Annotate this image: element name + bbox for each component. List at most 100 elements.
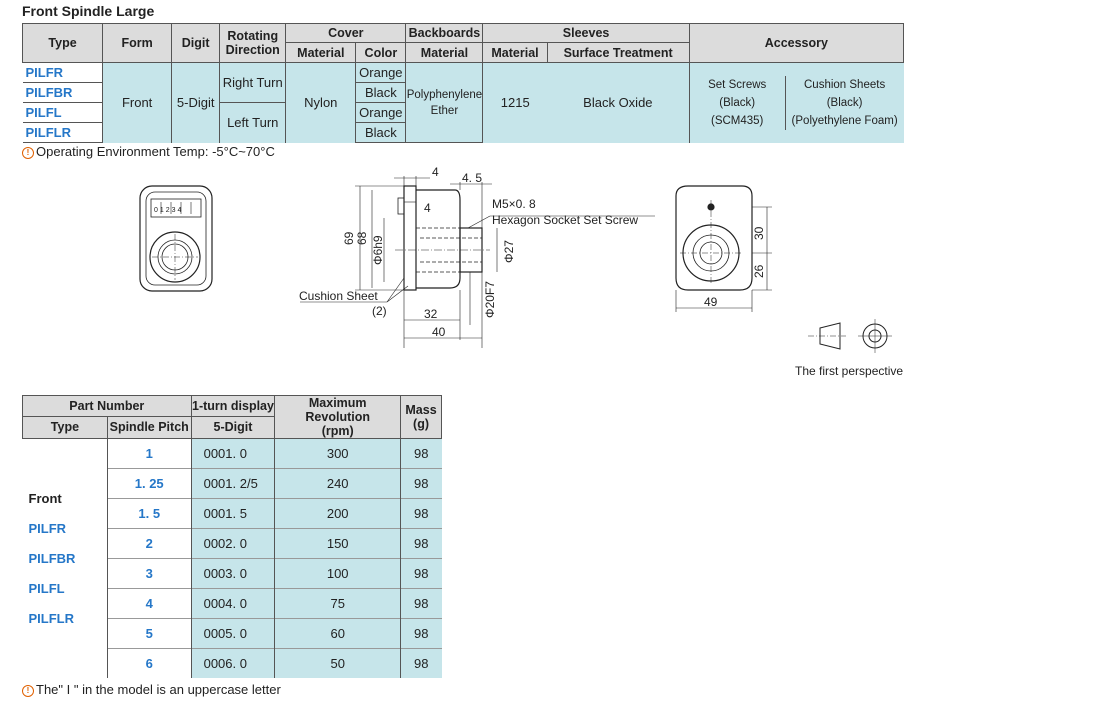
form-value: Front xyxy=(102,62,172,143)
rpm-cell: 200 xyxy=(274,498,402,529)
dim-40: 40 xyxy=(432,325,446,339)
cushion-number: (2) xyxy=(372,304,387,318)
cushion-label: Cushion Sheet xyxy=(299,289,378,303)
parts-table: Part Number 1-turn display Maximum Revol… xyxy=(22,395,442,678)
header-cover: Cover xyxy=(285,23,407,43)
mass-cell: 98 xyxy=(400,648,442,678)
dim-49: 49 xyxy=(704,295,718,309)
dim-26: 26 xyxy=(752,264,766,278)
perspective-label: The first perspective xyxy=(795,364,903,378)
sleeve-material-value: 1215 xyxy=(482,62,548,143)
rpm-cell: 300 xyxy=(274,438,402,469)
header-sleeves: Sleeves xyxy=(482,23,690,43)
dim-phi6: Φ6h9 xyxy=(371,235,385,265)
rotation-left: Left Turn xyxy=(219,102,286,143)
dim-68: 68 xyxy=(355,231,369,245)
header-pitch: Spindle Pitch xyxy=(106,415,192,440)
page-title: Front Spindle Large xyxy=(22,3,155,19)
rpm-cell: 100 xyxy=(274,558,402,589)
display-cell: 0004. 0 xyxy=(191,588,276,619)
side-body xyxy=(416,189,461,289)
type-part: PILFR xyxy=(28,520,67,536)
technical-drawing: 0 1 2 3 4 4 4. 5 4 M5×0. 8 Hexagon Socke… xyxy=(139,165,903,378)
header-accessory: Accessory xyxy=(688,23,905,63)
counter-window xyxy=(150,198,202,218)
dim-4-top: 4 xyxy=(432,165,439,179)
mass-cell: 98 xyxy=(400,498,442,529)
header-digit: Digit xyxy=(171,23,221,63)
note-icon: ! xyxy=(22,147,34,159)
dim-4-5: 4. 5 xyxy=(462,171,482,185)
header-cover-material: Material xyxy=(285,42,357,63)
display-cell: 0001. 2/5 xyxy=(191,468,276,499)
color-value: Black xyxy=(355,82,407,103)
pitch-cell: 5 xyxy=(106,618,192,649)
cover-material-value: Nylon xyxy=(285,62,356,143)
note-icon: ! xyxy=(22,685,34,697)
rpm-cell: 60 xyxy=(274,618,402,649)
display-cell: 0001. 0 xyxy=(191,438,276,469)
dim-4-inner: 4 xyxy=(424,201,431,215)
color-value: Orange xyxy=(355,102,407,123)
rpm-cell: 240 xyxy=(274,468,402,499)
header-type: Type xyxy=(22,415,108,440)
rpm-cell: 75 xyxy=(274,588,402,619)
header-display: 1-turn display xyxy=(190,395,276,417)
dim-30: 30 xyxy=(752,226,766,240)
part-number: PILFR xyxy=(22,62,104,83)
rpm-cell: 150 xyxy=(274,528,402,559)
counter-digits: 0 1 2 3 4 xyxy=(154,207,181,214)
mass-cell: 98 xyxy=(400,618,442,649)
display-cell: 0003. 0 xyxy=(191,558,276,589)
mass-cell: 98 xyxy=(400,528,442,559)
pitch-cell: 2 xyxy=(106,528,192,559)
type-cell: Front PILFR PILFBR PILFL PILFLR xyxy=(23,439,108,679)
color-value: Black xyxy=(355,122,407,143)
thread-label: M5×0. 8 xyxy=(492,197,536,211)
header-revolution: Maximum Revolution(rpm) xyxy=(274,395,402,439)
pitch-cell: 3 xyxy=(106,558,192,589)
side-cover xyxy=(403,185,417,291)
type-part: PILFL xyxy=(28,580,65,596)
header-cover-color: Color xyxy=(355,42,407,63)
rotation-right: Right Turn xyxy=(219,62,286,103)
header-form: Form xyxy=(102,23,173,63)
header-backboards: Backboards xyxy=(405,23,484,43)
display-cell: 0005. 0 xyxy=(191,618,276,649)
pitch-cell: 4 xyxy=(106,588,192,619)
header-type: Type xyxy=(21,23,104,63)
mass-cell: 98 xyxy=(400,438,442,469)
dim-69: 69 xyxy=(342,231,356,245)
temp-note: !Operating Environment Temp: -5°C~70°C xyxy=(22,144,275,159)
pitch-cell: 1 xyxy=(106,438,192,469)
counter-front-inner xyxy=(145,191,207,286)
mass-cell: 98 xyxy=(400,558,442,589)
rpm-cell: 50 xyxy=(274,648,402,678)
letter-note: !The" I " in the model is an uppercase l… xyxy=(22,682,281,697)
pitch-cell: 6 xyxy=(106,648,192,678)
header-part-number: Part Number xyxy=(22,395,192,417)
perspective-cone xyxy=(819,322,841,350)
display-cell: 0006. 0 xyxy=(191,648,276,678)
header-surface-treatment: Surface Treatment xyxy=(546,42,690,63)
header-mass: Mass(g) xyxy=(400,395,442,439)
part-number: PILFL xyxy=(22,102,104,123)
mass-cell: 98 xyxy=(400,588,442,619)
dim-phi27: Φ27 xyxy=(502,240,516,263)
dim-phi20: Φ20F7 xyxy=(483,281,497,318)
type-form: Front xyxy=(28,490,62,506)
part-number: PILFBR xyxy=(22,82,104,103)
counter-front-outline xyxy=(139,185,213,292)
rear-outline xyxy=(675,185,753,291)
screw-label: Hexagon Socket Set Screw xyxy=(492,213,638,227)
header-sleeves-material: Material xyxy=(482,42,548,63)
color-value: Orange xyxy=(355,62,407,83)
mass-cell: 98 xyxy=(400,468,442,499)
digit-value: 5-Digit xyxy=(171,62,220,143)
header-backboards-material: Material xyxy=(405,42,484,63)
accessory-value: Set Screws (Black)(SCM435) Cushion Sheet… xyxy=(688,62,904,143)
type-part: PILFLR xyxy=(28,610,75,626)
